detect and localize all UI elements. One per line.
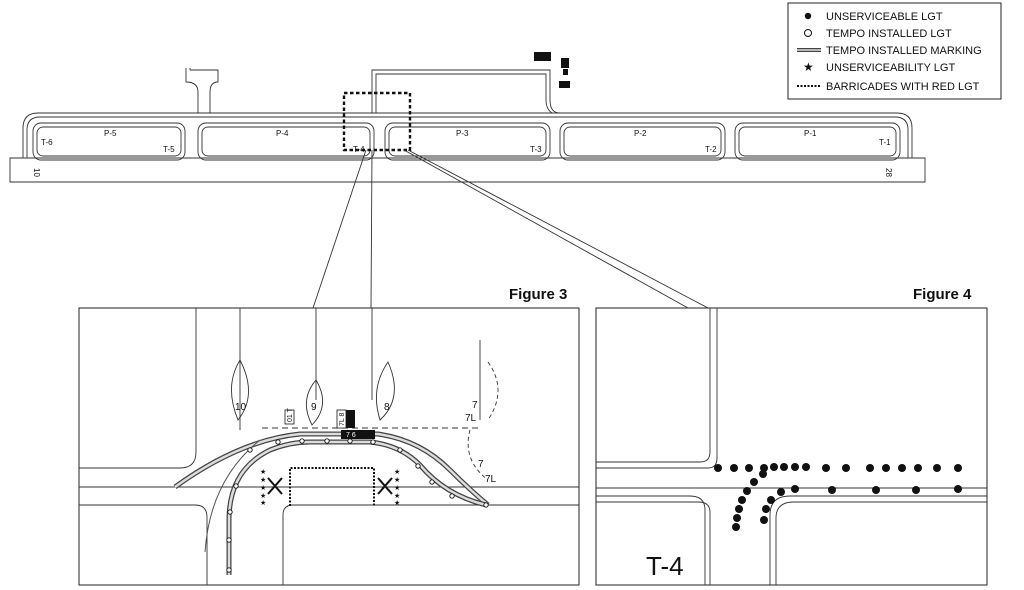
building-4 xyxy=(559,81,570,88)
svg-text:★: ★ xyxy=(394,492,400,500)
fig3-taxiway-7-upper: 7 xyxy=(472,400,478,411)
figure-3-title: Figure 3 xyxy=(509,286,567,303)
figure-4-title: Figure 4 xyxy=(913,286,972,303)
legend-item-unserviceability-lgt: UNSERVICEABILITY LGT xyxy=(826,62,955,74)
building-1 xyxy=(534,52,551,61)
taxiway-label-t2: T-2 xyxy=(705,145,717,154)
svg-text:★: ★ xyxy=(394,476,400,484)
apron-p5 xyxy=(32,122,186,161)
runway-end-28: 28 xyxy=(884,168,893,177)
tempo-marking-curves xyxy=(173,431,490,575)
star-icon: ★ xyxy=(803,60,814,74)
svg-text:★: ★ xyxy=(394,468,400,476)
legend: UNSERVICEABLE LGT TEMPO INSTALLED LGT TE… xyxy=(787,2,1002,100)
fig3-taxiway-10: 10 xyxy=(235,402,247,413)
svg-text:★: ★ xyxy=(394,484,400,492)
fig3-taxiway-9: 9 xyxy=(311,402,317,413)
sign-01-t: 01 T xyxy=(287,407,294,422)
figure-4-area-label: T-4 xyxy=(646,551,684,581)
focus-area-barricade xyxy=(342,91,412,152)
buildings xyxy=(534,52,570,88)
svg-text:★: ★ xyxy=(394,499,400,507)
apron-p1 xyxy=(734,122,901,161)
fig3-taxiway-7l-lower: 7L xyxy=(485,474,497,485)
fig3-taxiway-7-lower: 7 xyxy=(478,459,484,470)
building-2 xyxy=(561,58,569,68)
fig3-taxiway-8: 8 xyxy=(384,402,390,413)
apron-p2 xyxy=(559,122,726,161)
taxiway-inner-line xyxy=(26,116,909,158)
open-circle-icon xyxy=(804,29,812,37)
north-stub-left-inner xyxy=(190,69,219,113)
tempo-lights xyxy=(226,438,489,573)
svg-text:★: ★ xyxy=(260,499,266,507)
figure-3-pavement xyxy=(79,308,579,585)
svg-text:★: ★ xyxy=(260,476,266,484)
runway-outline xyxy=(9,112,926,183)
svg-text:★: ★ xyxy=(260,492,266,500)
north-stub-left-outer xyxy=(185,68,199,113)
legend-item-unserviceable-lgt: UNSERVICEABLE LGT xyxy=(826,11,943,23)
legend-item-tempo-installed-lgt: TEMPO INSTALLED LGT xyxy=(826,28,952,40)
apron-label-p4: P-4 xyxy=(276,129,289,138)
figure-3-frame xyxy=(78,307,580,586)
apron-p3 xyxy=(384,122,551,161)
taxiway-label-t5: T-5 xyxy=(163,145,175,154)
figure-4: Figure 4 xyxy=(595,286,988,586)
legend-item-barricades: BARRICADES WITH RED LGT xyxy=(826,81,980,93)
airport-overview xyxy=(9,68,926,183)
building-3 xyxy=(563,69,568,75)
legend-box xyxy=(787,2,1002,100)
sign-7-6: 7 6 xyxy=(346,432,356,439)
runway-end-10: 10 xyxy=(32,168,41,177)
apron-label-p5: P-5 xyxy=(104,129,117,138)
barricade-box xyxy=(289,467,375,506)
filled-dot-icon xyxy=(804,12,812,20)
legend-item-tempo-installed-marking: TEMPO INSTALLED MARKING xyxy=(826,45,982,57)
apron-label-p1: P-1 xyxy=(804,129,817,138)
callout-lines xyxy=(312,149,709,309)
overview-labels: P-5 P-4 P-3 P-2 P-1 T-6 T-5 T-4 T-3 T-2 … xyxy=(32,129,893,177)
taxiway-label-t6: T-6 xyxy=(41,138,53,147)
taxiway-label-t4: T-4 xyxy=(353,145,365,154)
taxiway-label-t1: T-1 xyxy=(879,138,891,147)
figure-3: Figure 3 xyxy=(78,286,580,586)
closure-x-marks xyxy=(267,477,393,495)
taxiway-label-t3: T-3 xyxy=(530,145,542,154)
svg-text:★: ★ xyxy=(260,468,266,476)
figure-3-signs: 01 T 7L 8 7 6 xyxy=(284,407,375,439)
apron-label-p3: P-3 xyxy=(456,129,469,138)
north-connector xyxy=(371,69,561,114)
fig3-taxiway-7l-upper: 7L xyxy=(465,413,477,424)
apron-p4 xyxy=(197,122,375,161)
sign-7l-8: 7L 8 xyxy=(339,413,346,426)
unserviceability-stars: ★★★★★ ★★★★★ xyxy=(260,468,400,507)
figure-4-unserviceable-lights xyxy=(714,463,962,531)
figure-4-frame xyxy=(595,307,988,586)
north-connector-inner xyxy=(375,73,553,114)
svg-text:★: ★ xyxy=(260,484,266,492)
apron-label-p2: P-2 xyxy=(634,129,647,138)
